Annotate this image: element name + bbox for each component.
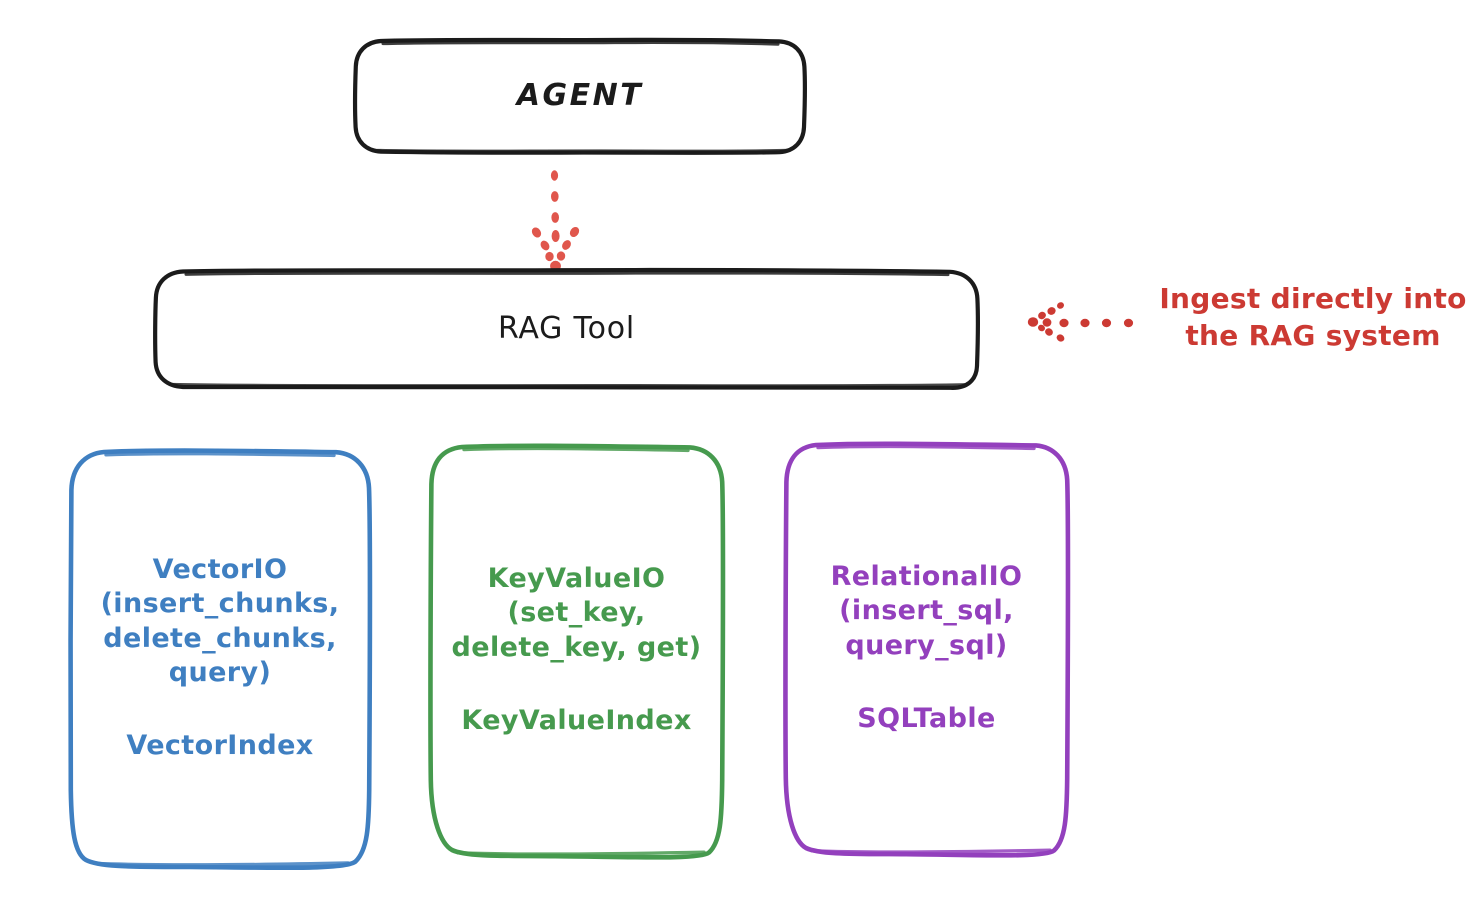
agent-to-rag-connector-arrow (531, 170, 580, 272)
relational-io-card-text: RelationalIO (insert_sql, query_sql) SQL… (785, 443, 1068, 853)
key-value-io-api-label: KeyValueIO (set_key, delete_key, get) (451, 562, 702, 663)
vector-io-index-label: VectorIndex (126, 729, 314, 761)
agent-label: AGENT (516, 78, 644, 114)
vector-io-api-label: VectorIO (insert_chunks, delete_chunks, … (100, 553, 340, 689)
relational-io-api-label: RelationalIO (insert_sql, query_sql) (830, 560, 1023, 661)
ingest-connector-arrow (1027, 302, 1134, 342)
key-value-io-index-label: KeyValueIndex (461, 704, 692, 736)
vector-io-card-text: VectorIO (insert_chunks, delete_chunks, … (70, 450, 370, 866)
ingest-annotation-label: Ingest directly into the RAG system (1159, 282, 1467, 352)
key-value-io-card-text: KeyValueIO (set_key, delete_key, get) Ke… (430, 445, 723, 855)
rag-tool-label: RAG Tool (497, 310, 636, 346)
relational-io-index-label: SQLTable (857, 702, 996, 734)
